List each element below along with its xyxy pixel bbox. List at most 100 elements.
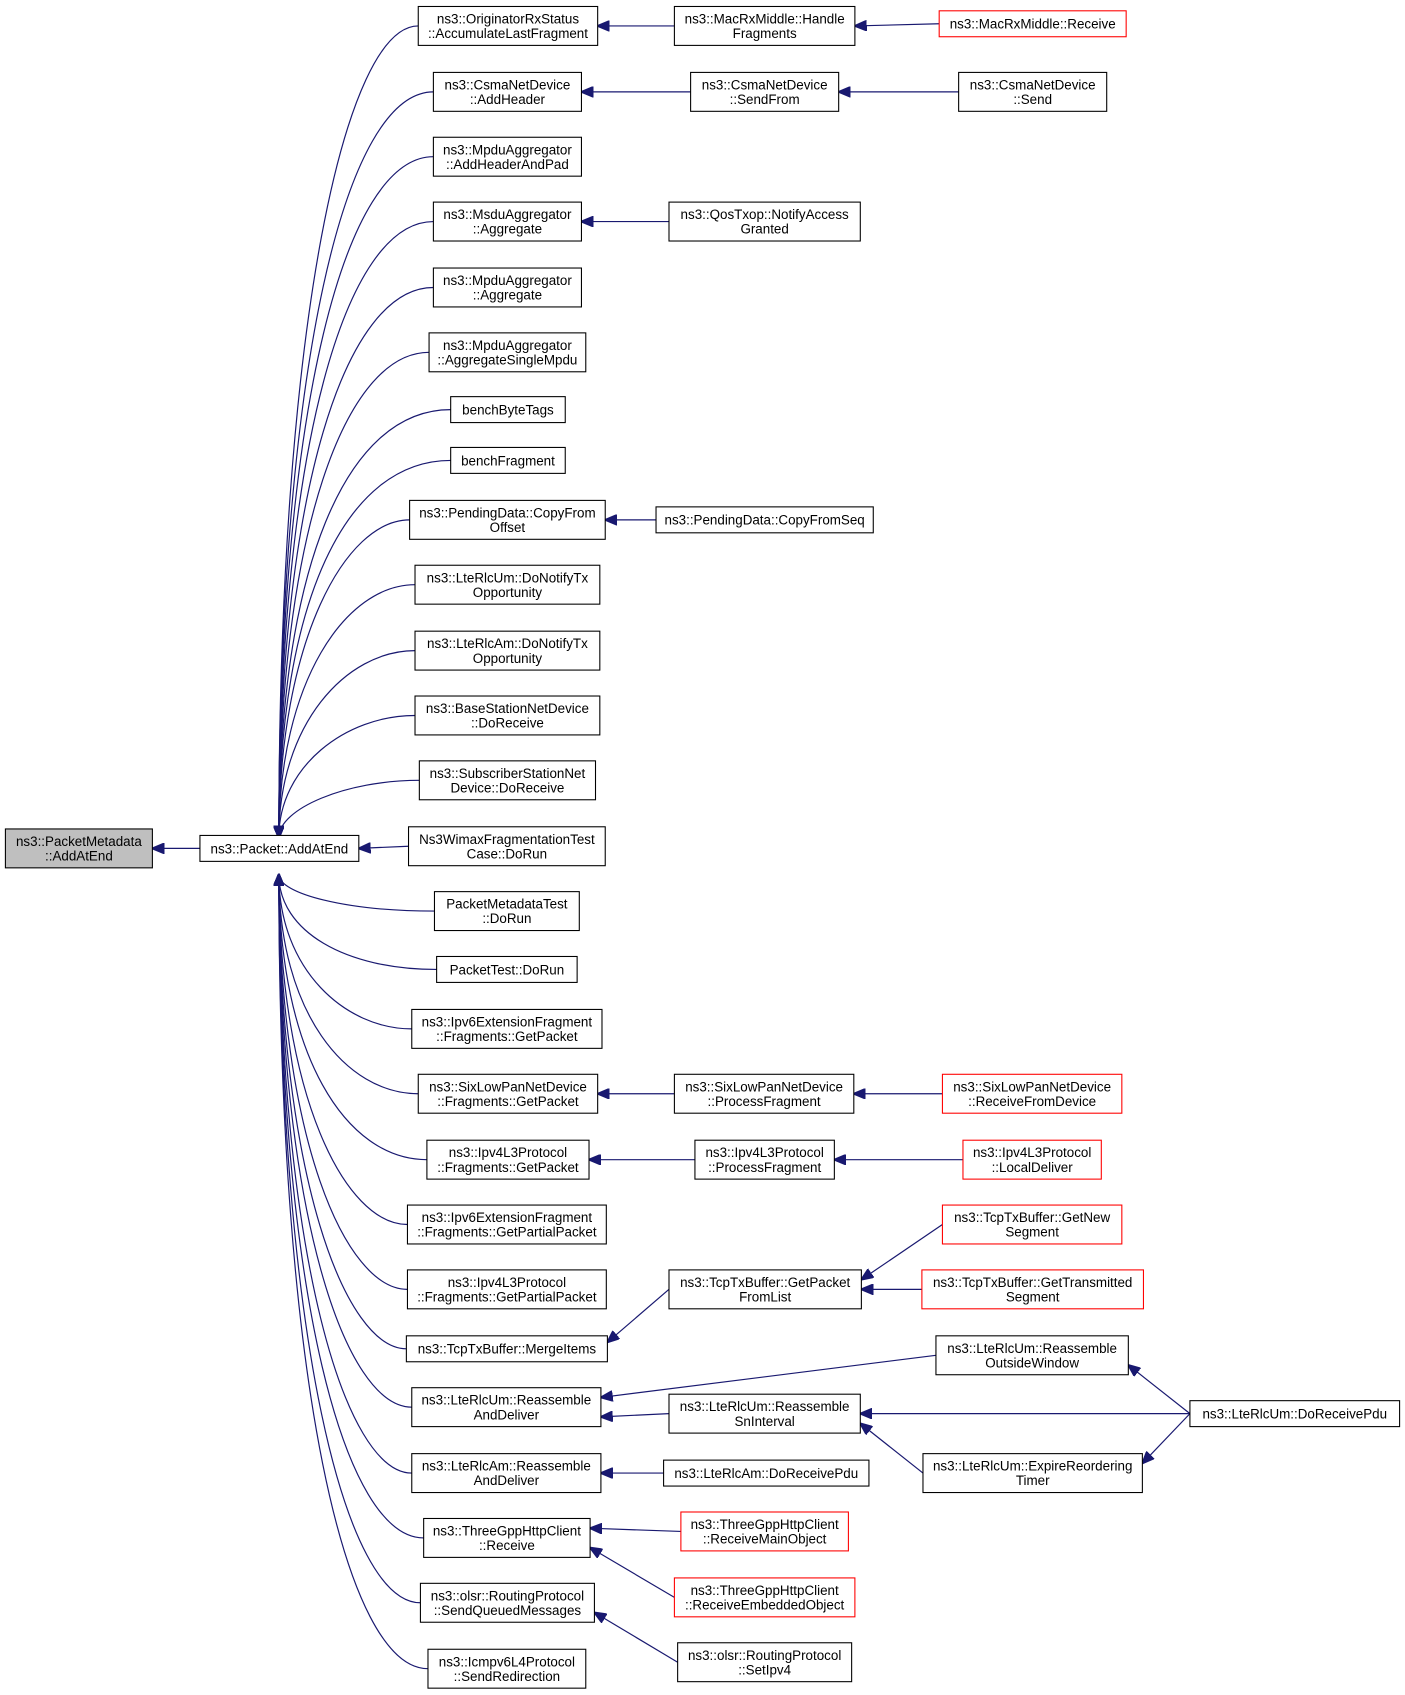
node-d24[interactable]: ns3::LteRlcAm::DoReceivePdu: [663, 1459, 870, 1487]
node-label-line: ns3::olsr::RoutingProtocol: [431, 1588, 584, 1603]
node-label-line: ::Fragments::GetPartialPacket: [417, 1225, 597, 1240]
edge-c16-to-p: [279, 874, 437, 971]
node-box: [922, 1453, 1143, 1494]
node-label-line: ns3::LteRlcUm::DoReceivePdu: [1202, 1407, 1387, 1422]
node-label-line: ::DoRun: [482, 911, 531, 926]
node-label-line: ::AddHeader: [470, 92, 546, 107]
node-c22[interactable]: ns3::TcpTxBuffer::MergeItems: [405, 1335, 608, 1363]
node-c3[interactable]: ns3::MpduAggregator::AddHeaderAndPad: [432, 136, 582, 177]
node-box: [433, 891, 580, 932]
node-box: [663, 1459, 870, 1487]
node-c21[interactable]: ns3::Ipv4L3Protocol::Fragments::GetParti…: [406, 1269, 607, 1310]
node-label-line: ns3::Packet::AddAtEnd: [211, 841, 349, 856]
node-c12[interactable]: ns3::BaseStationNetDevice::DoReceive: [414, 695, 601, 736]
edge-c11-to-p: [279, 650, 416, 838]
node-c2[interactable]: ns3::CsmaNetDevice::AddHeader: [432, 71, 582, 112]
node-label-line: ::Fragments::GetPacket: [437, 1094, 579, 1109]
node-e1[interactable]: ns3::MacRxMiddle::Receive: [938, 10, 1127, 38]
edge-d26-to-c26: [594, 1613, 678, 1663]
node-box: [432, 201, 582, 242]
edge-c8-to-p: [279, 459, 451, 837]
node-c25[interactable]: ns3::ThreeGppHttpClient::Receive: [423, 1517, 591, 1558]
node-e19[interactable]: ns3::Ipv4L3Protocol::LocalDeliver: [962, 1139, 1102, 1180]
node-box: [668, 201, 861, 242]
node-c1[interactable]: ns3::OriginatorRxStatus::AccumulateLastF…: [417, 5, 599, 46]
node-box: [673, 5, 856, 46]
node-c6[interactable]: ns3::MpduAggregator::AggregateSingleMpdu: [428, 332, 587, 373]
node-c19[interactable]: ns3::Ipv4L3Protocol::Fragments::GetPacke…: [426, 1139, 590, 1180]
node-c4[interactable]: ns3::MsduAggregator::Aggregate: [432, 201, 582, 242]
node-label-line: ns3::Ipv6ExtensionFragment: [422, 1014, 593, 1029]
node-label-line: ns3::ThreeGppHttpClient: [691, 1517, 839, 1532]
node-label-line: ns3::TcpTxBuffer::GetPacket: [680, 1275, 850, 1290]
node-d9[interactable]: ns3::PendingData::CopyFromSeq: [655, 506, 874, 534]
node-c5[interactable]: ns3::MpduAggregator::Aggregate: [432, 267, 582, 308]
node-label-line: Timer: [1016, 1473, 1050, 1488]
node-p[interactable]: ns3::Packet::AddAtEnd: [199, 834, 360, 862]
node-box: [199, 834, 360, 862]
edge-d25b-to-c25: [590, 1548, 675, 1598]
node-c7[interactable]: benchByteTags: [450, 396, 566, 424]
node-label-line: ::AddHeaderAndPad: [446, 157, 569, 172]
node-label-line: ns3::Ipv4L3Protocol: [449, 1145, 567, 1160]
node-label-line: ns3::TcpTxBuffer::MergeItems: [418, 1342, 597, 1357]
node-label-line: Ns3WimaxFragmentationTest: [419, 832, 595, 847]
edge-c12-to-p: [279, 714, 416, 837]
node-c26[interactable]: ns3::olsr::RoutingProtocol::SendQueuedMe…: [419, 1582, 595, 1623]
node-d25b[interactable]: ns3::ThreeGppHttpClient::ReceiveEmbedded…: [673, 1577, 856, 1618]
node-f23[interactable]: ns3::LteRlcUm::DoReceivePdu: [1189, 1400, 1401, 1428]
node-c15[interactable]: PacketMetadataTest::DoRun: [433, 891, 580, 932]
edge-d23-to-c23: [601, 1414, 670, 1417]
node-label-line: ns3::LteRlcUm::Reassemble: [421, 1393, 591, 1408]
node-box: [690, 71, 840, 112]
node-box: [436, 955, 578, 983]
node-root[interactable]: ns3::PacketMetadata::AddAtEnd: [4, 828, 153, 869]
node-c17[interactable]: ns3::Ipv6ExtensionFragment::Fragments::G…: [411, 1008, 603, 1049]
node-c18[interactable]: ns3::SixLowPanNetDevice::Fragments::GetP…: [417, 1073, 599, 1114]
node-label-line: ns3::PacketMetadata: [16, 834, 142, 849]
node-label-line: PacketTest::DoRun: [450, 962, 565, 977]
edge-c6-to-p: [279, 351, 430, 837]
node-c27[interactable]: ns3::Icmpv6L4Protocol::SendRedirection: [427, 1648, 587, 1689]
edge-c21-to-p: [279, 874, 408, 1290]
node-c20[interactable]: ns3::Ipv6ExtensionFragment::Fragments::G…: [406, 1204, 607, 1245]
edge-c25-to-p: [279, 874, 424, 1539]
node-c8[interactable]: benchFragment: [450, 446, 566, 474]
node-label-line: ::SetIpv4: [738, 1662, 791, 1677]
node-box: [962, 1139, 1102, 1180]
node-label-line: ns3::BaseStationNetDevice: [426, 701, 589, 716]
node-label-line: ns3::LteRlcAm::Reassemble: [422, 1459, 591, 1474]
edge-c4-to-p: [279, 220, 434, 838]
node-label-line: ns3::Ipv4L3Protocol: [448, 1275, 566, 1290]
node-d2[interactable]: ns3::CsmaNetDevice::SendFrom: [690, 71, 840, 112]
node-label-line: Fragments: [733, 26, 797, 41]
node-c13[interactable]: ns3::SubscriberStationNetDevice::DoRecei…: [418, 760, 597, 801]
node-e2[interactable]: ns3::CsmaNetDevice::Send: [958, 71, 1108, 112]
node-d18[interactable]: ns3::SixLowPanNetDevice::ProcessFragment: [673, 1073, 855, 1114]
node-box: [432, 267, 582, 308]
node-label-line: ns3::SixLowPanNetDevice: [953, 1079, 1111, 1094]
node-d26[interactable]: ns3::olsr::RoutingProtocol::SetIpv4: [677, 1642, 853, 1683]
node-c16[interactable]: PacketTest::DoRun: [436, 955, 578, 983]
node-box: [4, 828, 153, 869]
node-label-line: AndDeliver: [474, 1473, 540, 1488]
node-box: [935, 1335, 1129, 1376]
node-e18[interactable]: ns3::SixLowPanNetDevice::ReceiveFromDevi…: [941, 1073, 1123, 1114]
node-d25a[interactable]: ns3::ThreeGppHttpClient::ReceiveMainObje…: [680, 1511, 849, 1552]
node-d19[interactable]: ns3::Ipv4L3Protocol::ProcessFragment: [694, 1139, 835, 1180]
